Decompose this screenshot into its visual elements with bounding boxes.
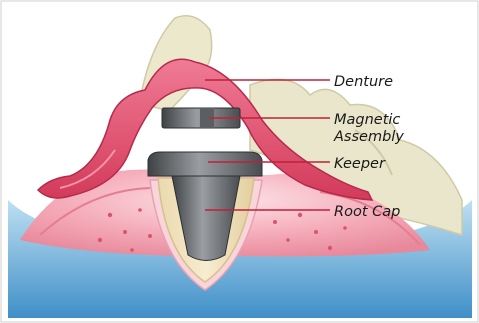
label-assembly: Assembly [333, 129, 404, 145]
label-denture: Denture [334, 74, 393, 90]
label-magnetic: Magnetic [334, 112, 400, 128]
label-root-cap: Root Cap [334, 204, 400, 220]
label-keeper: Keeper [334, 156, 386, 172]
keeper [148, 152, 262, 176]
